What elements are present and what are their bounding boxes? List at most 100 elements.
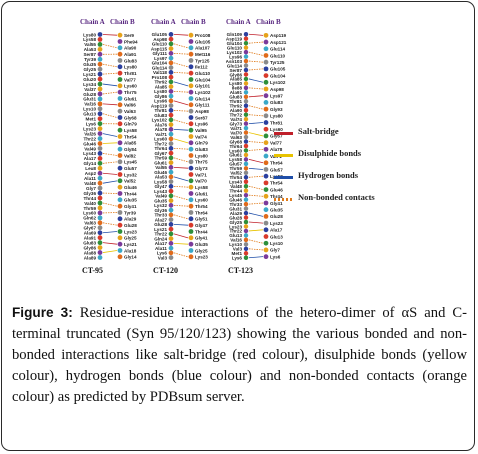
interaction-link	[173, 71, 189, 74]
residue-node-a	[168, 108, 174, 113]
residue-node-b	[188, 197, 194, 203]
interaction-link	[173, 52, 189, 55]
residue-node-a	[97, 91, 103, 97]
residue-node-a	[97, 71, 103, 77]
residue-label-b: Tyr125	[195, 58, 210, 63]
interaction-link	[248, 148, 264, 151]
residue-node-b	[263, 113, 269, 119]
residue-label-a: Val49	[84, 146, 96, 151]
residue-label-b: Val77	[124, 77, 136, 82]
residue-node-a	[97, 116, 103, 122]
residue-label-a: Thr59	[83, 206, 96, 211]
residue-label-a: Asp98	[153, 37, 167, 42]
residue-node-b	[117, 222, 123, 228]
interaction-link	[248, 51, 264, 56]
residue-label-a: Lys80	[154, 89, 167, 94]
interaction-link	[248, 114, 264, 117]
residue-label-a: Val63	[230, 135, 242, 140]
residue-node-b	[263, 167, 269, 172]
interaction-link	[102, 180, 118, 184]
residue-node-b	[188, 178, 194, 184]
residue-node-a	[243, 49, 249, 55]
residue-label-b: Glu83	[270, 100, 283, 105]
residue-label-b: Thr64	[195, 210, 208, 215]
residue-label-a: Glu31	[229, 206, 242, 211]
residue-label-a: Ala78	[155, 127, 168, 132]
residue-label-a: Val74	[230, 117, 242, 122]
residue-label-a: Ala85	[230, 77, 243, 82]
residue-node-a	[97, 250, 103, 255]
interaction-link	[248, 167, 264, 170]
residue-node-a	[97, 141, 103, 146]
residue-node-a	[97, 190, 103, 196]
residue-node-a	[243, 201, 249, 207]
residue-label-b: Lys58	[124, 128, 137, 133]
residue-label-a: Ala17	[155, 241, 168, 246]
interaction-link	[102, 202, 118, 207]
residue-label-b: Ser9	[124, 33, 134, 38]
interaction-link	[102, 161, 118, 164]
residue-node-b	[188, 64, 194, 70]
interaction-svg: Gln109Asp119Glu104Glu110Lys102Lys96Asn10…	[226, 32, 287, 261]
residue-label-b: Glu35	[270, 208, 283, 213]
residue-label-b: Lys6	[270, 254, 281, 259]
residue-node-a	[168, 131, 174, 137]
residue-node-b	[117, 32, 123, 38]
residue-label-a: Lys32	[154, 203, 167, 208]
residue-label-a: Thr22	[154, 232, 167, 237]
interaction-link	[102, 103, 118, 106]
residue-node-a	[97, 66, 103, 72]
residue-label-b: Lys102	[270, 80, 286, 85]
residue-node-a	[243, 125, 249, 131]
residue-label-a: Ala17	[84, 156, 97, 161]
residue-node-b	[117, 229, 123, 234]
residue-node-a	[168, 245, 174, 251]
residue-node-a	[243, 206, 249, 211]
residue-label-a: Glu46	[229, 197, 242, 202]
residue-label-b: Gly41	[270, 201, 283, 206]
residue-label-b: Asp121	[270, 40, 287, 45]
residue-label-a: Glu57	[229, 162, 242, 167]
interaction-link	[248, 159, 264, 164]
residue-label-a: Lys80	[83, 32, 96, 37]
residue-node-a	[97, 170, 103, 176]
residue-label-b: Asp98	[195, 109, 209, 114]
residue-node-a	[243, 108, 249, 113]
residue-label-b: Glu28	[124, 223, 137, 228]
residue-node-a	[168, 98, 174, 104]
residue-node-a	[243, 58, 249, 64]
residue-label-a: Met1	[232, 251, 243, 256]
residue-label-b: Glu61	[195, 191, 208, 196]
residue-label-a: Glu83	[229, 95, 242, 100]
residue-node-b	[188, 241, 194, 247]
residue-node-a	[97, 106, 103, 112]
residue-label-a: Lys102	[152, 118, 168, 123]
residue-label-a: Val16	[84, 102, 96, 107]
residue-node-b	[117, 51, 123, 57]
residue-node-b	[117, 121, 123, 127]
interaction-link	[248, 194, 264, 197]
residue-label-a: Glu61	[154, 160, 167, 165]
residue-node-b	[263, 39, 269, 45]
residue-node-b	[263, 53, 269, 58]
interaction-link	[173, 233, 189, 239]
residue-node-a	[168, 212, 174, 218]
residue-label-a: Thr72	[154, 141, 167, 146]
residue-node-b	[188, 203, 194, 209]
interaction-link	[102, 172, 118, 175]
residue-label-a: Lys96	[154, 99, 167, 104]
residue-label-a: Gly86	[154, 94, 167, 99]
residue-label-a: Gly25	[83, 67, 96, 72]
residue-label-a: Met1	[86, 117, 97, 122]
residue-label-b: Glu83	[124, 58, 137, 63]
residue-label-a: Val40	[84, 201, 96, 206]
residue-label-a: Glu83	[83, 240, 96, 245]
residue-node-a	[97, 96, 103, 102]
residue-node-b	[263, 100, 269, 105]
residue-node-a	[168, 79, 174, 85]
interaction-link	[248, 221, 264, 224]
residue-node-b	[263, 66, 269, 72]
residue-label-b: Lys23	[270, 221, 283, 226]
residue-label-b: Lys60	[270, 127, 283, 132]
interaction-link	[173, 100, 189, 106]
